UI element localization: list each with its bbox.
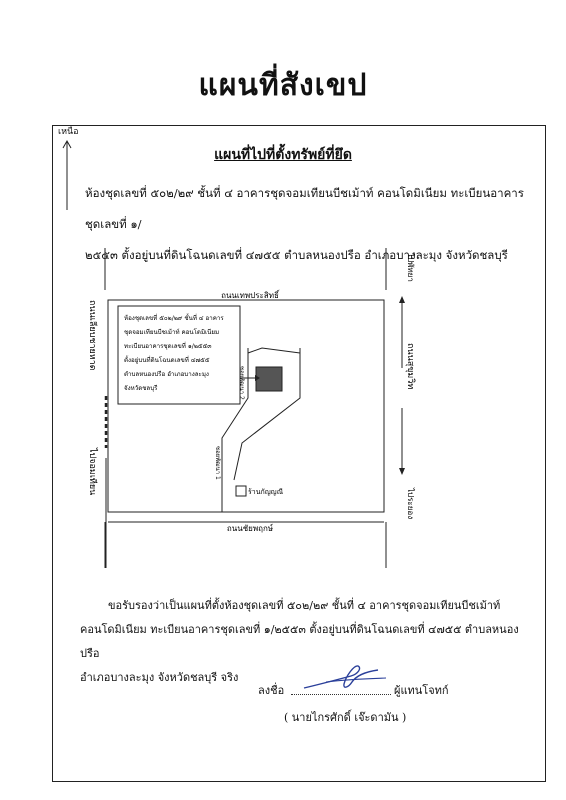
signature-line	[291, 694, 391, 695]
road-left-direction: ไปจอมเทียน	[87, 447, 98, 495]
certification-paragraph: ขอรับรองว่าเป็นแผนที่ตั้งห้องชุดเลขที่ ๕…	[80, 594, 528, 690]
callout-line: ชุดจอมเทียนบีชเม้าท์ คอนโดมิเนียม	[124, 328, 219, 336]
callout-line: ห้องชุดเลขที่ ๕๐๒/๒๙ ชั้นที่ ๔ อาคาร	[124, 313, 224, 322]
soi-lower-label: ซอยพัฒนา 1	[214, 446, 221, 480]
property-building	[255, 366, 283, 392]
callout-arrow-head	[255, 375, 260, 381]
soi-inner-label: ซอยพัฒนา 2	[238, 366, 245, 400]
signer-role: ผู้แทนโจทก์	[394, 684, 449, 697]
cert-line-2: คอนโดมิเนียม ทะเบียนอาคารชุดเลขที่ ๑/๒๕๕…	[80, 623, 519, 660]
arrow-down-icon	[399, 468, 405, 475]
shop-marker	[235, 485, 247, 497]
callout-line: ตำบลหนองปรือ อำเภอบางละมุง	[124, 370, 209, 378]
soi-road-edge	[247, 347, 301, 354]
north-arrow-icon	[62, 139, 72, 210]
callout-box	[117, 305, 241, 405]
north-label: เหนือ	[58, 127, 79, 137]
road-top-label: ถนนเทพประสิทธิ์	[221, 289, 280, 300]
arrow-up-icon	[399, 296, 405, 303]
map-frame	[52, 125, 546, 782]
soi-road-edge	[233, 348, 301, 481]
signature-icon	[303, 665, 387, 689]
location-map: ถนนเทพประสิทธิ์ ถนนชัยพฤกษ์ ร้านกัญญณี ถ…	[87, 248, 416, 568]
direction-top-right: ไปพัทยา	[406, 252, 415, 282]
shop-label: ร้านกัญญณี	[248, 488, 284, 496]
page-title: แผนที่สังเขป	[198, 68, 368, 103]
intro-paragraph: ห้องชุดเลขที่ ๕๐๒/๒๙ ชั้นที่ ๔ อาคารชุดจ…	[85, 178, 525, 271]
sign-label: ลงชื่อ	[258, 684, 285, 697]
intro-line-1: ห้องชุดเลขที่ ๕๐๒/๒๙ ชั้นที่ ๔ อาคารชุดจ…	[85, 186, 524, 231]
road-left-label: ถนนเลียบชายหาด	[87, 300, 98, 371]
intro-line-2: ๒๕๕๓ ตั้งอยู่บนที่ดินโฉนดเลขที่ ๔๗๕๕ ตำบ…	[85, 248, 508, 262]
map-subtitle: แผนที่ไปที่ตั้งทรัพย์ที่ยึด	[214, 147, 352, 163]
cert-line-3: อำเภอบางละมุง จังหวัดชลบุรี จริง	[80, 671, 239, 684]
callout-line: ตั้งอยู่บนที่ดินโฉนดเลขที่ ๔๗๕๕	[124, 355, 210, 364]
block-boundary	[107, 299, 385, 513]
signer-name: ( นายไกรศักดิ์ เจ๊ะดามัน )	[284, 711, 407, 724]
road-right-label: ถนนสุขุมวิท	[405, 343, 416, 389]
callout-line: ทะเบียนอาคารชุดเลขที่ ๑/๒๕๕๓	[124, 342, 212, 350]
callout-line: จังหวัดชลบุรี	[124, 384, 158, 392]
direction-bottom-right: ไประยอง	[406, 487, 415, 519]
soi-road-edge	[221, 348, 249, 480]
road-bottom-label: ถนนชัยพฤกษ์	[227, 523, 273, 533]
cert-line-1: ขอรับรองว่าเป็นแผนที่ตั้งห้องชุดเลขที่ ๕…	[108, 599, 501, 612]
